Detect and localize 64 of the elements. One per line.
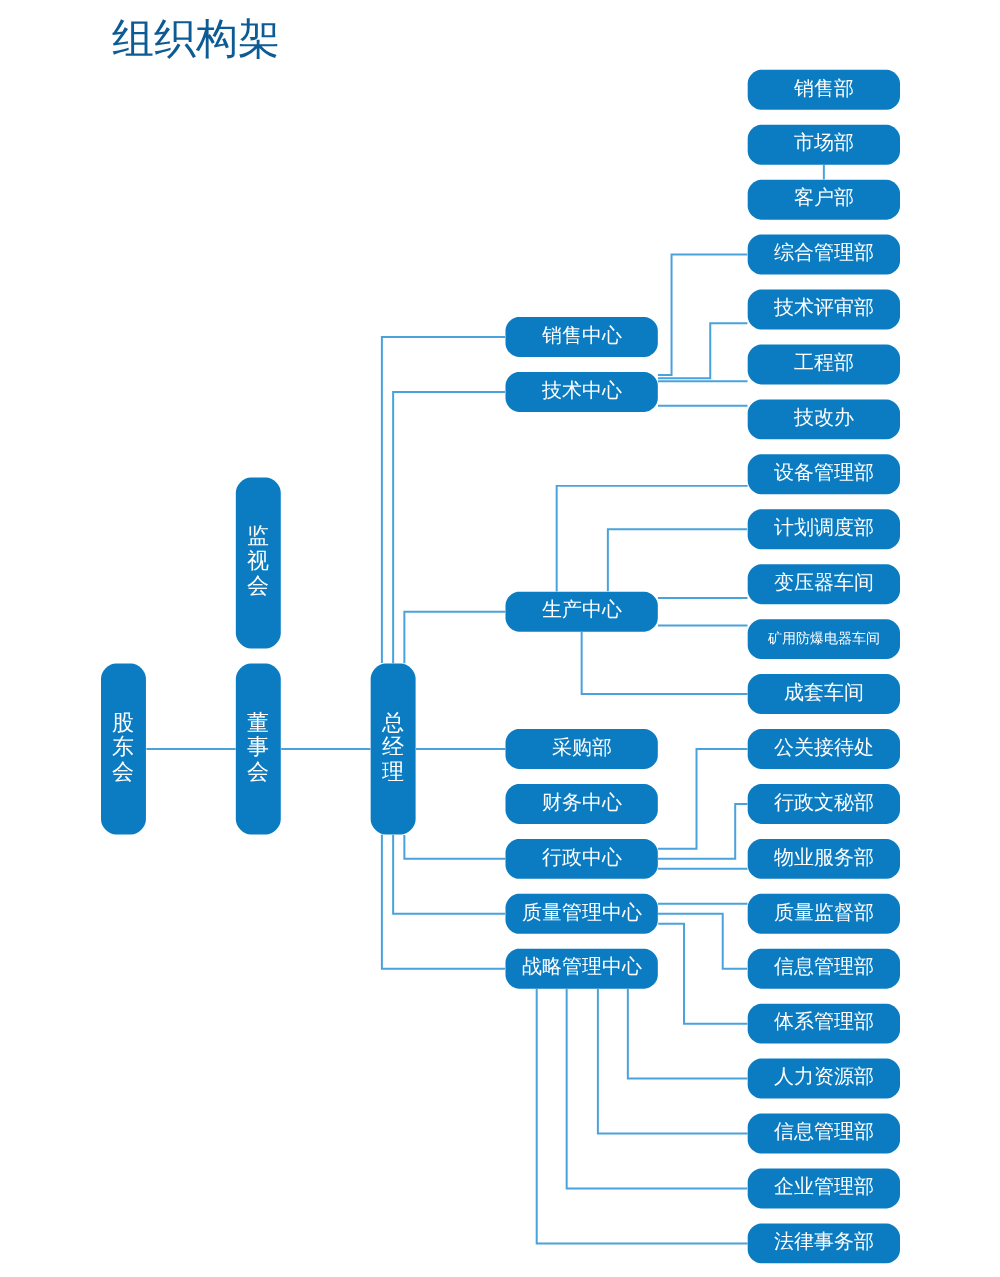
node-box: 人力资源部 (747, 1058, 900, 1099)
node-box: 销售中心 (505, 317, 658, 357)
node-box: 计划调度部 (747, 509, 900, 550)
node-box: 战略管理中心 (505, 948, 658, 989)
connector (656, 253, 748, 377)
node-box: 技术评审部 (747, 289, 900, 330)
node-box: 行政文秘部 (747, 783, 900, 824)
node-box: 信息管理部 (747, 1113, 900, 1154)
node-box: 法律事务部 (747, 1223, 900, 1264)
connector (555, 484, 749, 593)
node-box: 总经理 (370, 663, 416, 835)
connector (656, 922, 748, 1025)
node-box: 市场部 (747, 124, 900, 165)
connector (380, 833, 506, 970)
node-box: 财务中心 (505, 783, 658, 824)
node-box: 行政中心 (505, 838, 658, 879)
connector (656, 596, 748, 599)
node-box: 物业服务部 (747, 838, 900, 879)
node-box: 质量管理中心 (505, 893, 658, 934)
node-box: 销售部 (747, 69, 900, 110)
connector (391, 833, 506, 915)
node-box: 客户部 (747, 179, 900, 220)
node-box: 采购部 (505, 729, 658, 769)
connector (391, 390, 506, 665)
node-box: 公关接待处 (747, 729, 900, 769)
node-box: 矿用防爆电器车间 (747, 619, 900, 660)
connector (580, 631, 749, 696)
node-box: 信息管理部 (747, 948, 900, 989)
node-box: 质量监督部 (747, 893, 900, 934)
diagram-title: 组织构架 (111, 13, 280, 63)
node-box: 体系管理部 (747, 1003, 900, 1044)
connector (656, 322, 748, 380)
node-box: 工程部 (747, 344, 900, 385)
connector (596, 987, 749, 1135)
connector (656, 404, 748, 407)
node-box: 成套车间 (747, 674, 900, 715)
connector (656, 624, 748, 627)
connector (656, 380, 748, 383)
connector (144, 748, 237, 750)
connector (656, 867, 748, 870)
node-box: 监视会 (235, 477, 281, 649)
connector (656, 902, 748, 905)
node-box: 变压器车间 (747, 564, 900, 605)
connector (626, 987, 748, 1080)
node-box: 综合管理部 (747, 234, 900, 275)
connector (565, 988, 748, 1190)
connector (402, 610, 506, 665)
connector (822, 163, 825, 181)
connector (380, 336, 506, 665)
connector (402, 834, 506, 860)
node-box: 技改办 (747, 399, 900, 440)
node-box: 董事会 (235, 663, 281, 835)
node-box: 设备管理部 (747, 454, 900, 495)
node-box: 技术中心 (505, 371, 658, 412)
connector (656, 748, 749, 850)
connector (606, 528, 748, 593)
node-box: 生产中心 (505, 591, 658, 632)
connector (414, 748, 506, 750)
connector (656, 912, 748, 970)
connector (535, 987, 749, 1245)
node-box: 股东会 (100, 663, 146, 835)
connector (279, 748, 372, 750)
node-box: 企业管理部 (747, 1168, 900, 1209)
connector (656, 802, 749, 860)
